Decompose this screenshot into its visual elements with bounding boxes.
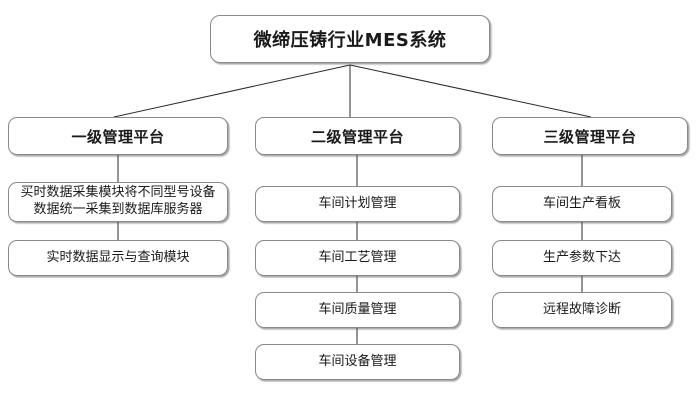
leaf-node-label: 远程故障诊断 [542,301,621,317]
platform-node-level-2: 二级管理平台 [255,117,460,155]
leaf-node: 车间设备管理 [255,344,460,380]
connector-root-to-col3 [349,64,592,118]
leaf-node-label: 车间计划管理 [318,195,397,211]
root-node-label: 微缔压铸行业MES系统 [253,30,447,51]
leaf-node: 买时数据采集模块将不同型号设备数据统一采集到数据库服务器 [8,182,228,222]
platform-node-level-3: 三级管理平台 [492,117,688,155]
leaf-node-label: 车间质量管理 [318,301,397,317]
leaf-node: 车间计划管理 [255,186,460,222]
leaf-node: 实时数据显示与查询模块 [8,240,228,276]
leaf-node: 车间生产看板 [492,186,672,222]
leaf-node: 车间质量管理 [255,292,460,328]
leaf-node-label: 实时数据显示与查询模块 [46,249,190,265]
leaf-node-label: 买时数据采集模块将不同型号设备数据统一采集到数据库服务器 [20,185,216,217]
leaf-node-label: 车间工艺管理 [318,249,397,265]
platform-node-level-1: 一级管理平台 [8,117,228,155]
connector-root-to-col1 [113,64,351,118]
platform-node-label: 一级管理平台 [71,127,165,146]
root-node-mes-system: 微缔压铸行业MES系统 [210,15,490,63]
leaf-node-label: 车间生产看板 [542,195,621,211]
platform-node-label: 二级管理平台 [310,127,404,146]
leaf-node: 车间工艺管理 [255,240,460,276]
leaf-node: 远程故障诊断 [492,292,672,328]
platform-node-label: 三级管理平台 [543,127,637,146]
leaf-node: 生产参数下达 [492,240,672,276]
leaf-node-label: 车间设备管理 [318,353,397,369]
leaf-node-label: 生产参数下达 [542,249,621,265]
